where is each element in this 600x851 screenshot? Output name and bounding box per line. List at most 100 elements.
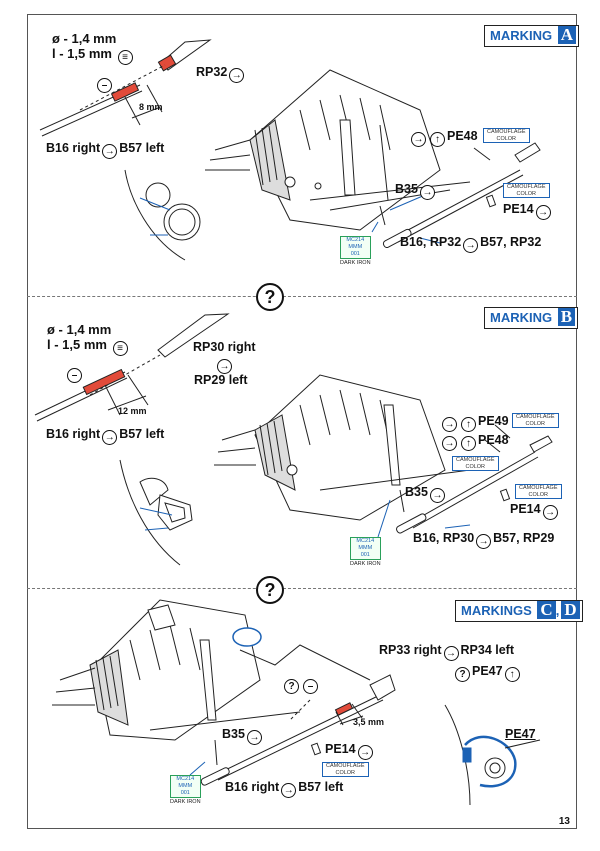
arrow-right-icon: → xyxy=(102,144,118,159)
camo-color: COLOR xyxy=(516,190,537,197)
arrow-right-icon: → xyxy=(463,238,479,253)
b57-text-b: B57 left xyxy=(119,427,165,441)
paint-number: 001 xyxy=(360,552,370,558)
rp33-rp34-label: RP33 right→RP34 left xyxy=(379,643,514,661)
remove-icon-a: – xyxy=(95,75,114,93)
camo-color: COLOR xyxy=(496,135,517,142)
camo-color: COLOR xyxy=(465,463,486,470)
minus-icon: – xyxy=(67,368,82,383)
diameter-spec-a: ø - 1,4 mm xyxy=(52,31,117,46)
arrow-right-icon: → xyxy=(442,417,457,432)
paint-code: MC214 xyxy=(346,237,365,243)
camo-color: COLOR xyxy=(525,420,546,427)
section-divider-1 xyxy=(27,296,577,297)
pe47-inset-label: PE47 xyxy=(505,727,536,741)
b16-text-a: B16 right xyxy=(46,141,101,155)
arrow-up-icon: ↑ xyxy=(461,417,476,432)
inset-drawing-a xyxy=(124,169,201,261)
rp34-text: RP34 left xyxy=(460,643,515,657)
marking-c-letter: C xyxy=(537,601,556,619)
assembly-text-a: B16, RP32 xyxy=(400,235,462,249)
strut-b xyxy=(396,424,553,534)
b35-text-cd: B35 xyxy=(222,727,245,741)
help-icon: ? xyxy=(256,283,284,311)
measure-cd: 3,5 mm xyxy=(353,717,385,727)
arrow-right-icon: → xyxy=(246,730,262,745)
pe14-text-cd: PE14 xyxy=(325,742,356,756)
paint-brand: MMM xyxy=(358,545,373,551)
inset-drawing-cd xyxy=(444,704,541,806)
help-remove-icons-cd: ?– xyxy=(282,676,320,694)
arrow-right-icon: → xyxy=(535,205,551,220)
rp32-text: RP32 xyxy=(196,65,228,79)
remove-icon-b: – xyxy=(65,365,84,383)
length-spec-a: l - 1,5 mm ≡ xyxy=(52,47,135,65)
rp29-label: RP29 left xyxy=(194,373,248,387)
b16-b57-label-a: B16 right→B57 left xyxy=(46,141,164,159)
pe48-label-b: →↑PE48 xyxy=(440,433,509,451)
marking-a-label: MARKING xyxy=(490,28,553,43)
minus-icon: – xyxy=(303,679,318,694)
strut-cd xyxy=(200,627,396,786)
diameter-spec-b: ø - 1,4 mm xyxy=(47,322,112,337)
b35-text-b: B35 xyxy=(405,485,428,499)
b16-b57-label-cd: B16 right→B57 left xyxy=(225,780,343,798)
pe47-label: ?PE47↑ xyxy=(453,664,522,682)
marking-d-letter: D xyxy=(561,601,580,619)
section-divider-2 xyxy=(27,588,577,589)
measure-a: 8 mm xyxy=(139,102,163,112)
paint-code: MC214 xyxy=(176,776,195,782)
inset-drawing-b xyxy=(119,459,193,566)
help-icon: ? xyxy=(284,679,299,694)
strut-a xyxy=(379,142,541,249)
marking-a-badge: MARKING A xyxy=(484,25,580,47)
drill-icon: ≡ xyxy=(117,50,133,65)
page-number: 13 xyxy=(558,816,570,827)
camo-word: CAMOUFLAGE xyxy=(487,129,526,135)
fuselage-a xyxy=(205,69,471,231)
arrow-right-icon: → xyxy=(476,534,492,549)
length-spec-b-text: l - 1,5 mm xyxy=(47,337,107,352)
camo-word: CAMOUFLAGE xyxy=(519,485,558,491)
assembly-label-b: B16, RP30→B57, RP29 xyxy=(413,531,554,549)
arrow-right-icon: → xyxy=(442,436,457,451)
pe48-label-a: →↑PE48 xyxy=(409,129,478,147)
b16-text-b: B16 right xyxy=(46,427,101,441)
b35-label-a: B35→ xyxy=(395,182,437,200)
arrow-up-icon: ↑ xyxy=(430,132,445,147)
paint-name: DARK IRON xyxy=(340,260,371,266)
measure-b: 12 mm xyxy=(118,406,147,416)
arrow-right-icon: → xyxy=(429,488,445,503)
paint-number: 001 xyxy=(180,790,190,796)
b35-label-b: B35→ xyxy=(405,485,447,503)
strut-detail-b xyxy=(34,313,230,422)
b35-text-a: B35 xyxy=(395,182,418,196)
pe14-text-b: PE14 xyxy=(510,502,541,516)
arrow-right-icon: → xyxy=(102,430,118,445)
camo-color: COLOR xyxy=(528,491,549,498)
b16-b57-label-b: B16 right→B57 left xyxy=(46,427,164,445)
pe47-text: PE47 xyxy=(472,664,503,678)
arrow-right-icon: → xyxy=(357,745,373,760)
rp32-label: RP32→ xyxy=(196,65,246,83)
instruction-page xyxy=(27,14,577,829)
pe14-text-a: PE14 xyxy=(503,202,534,216)
fuselage-cd xyxy=(52,599,301,741)
marking-a-letter: A xyxy=(557,26,577,44)
arrow-right-icon: → xyxy=(217,359,232,374)
marking-b-label: MARKING xyxy=(490,310,553,325)
strut-detail-a xyxy=(39,39,212,137)
length-spec-a-text: l - 1,5 mm xyxy=(52,46,112,61)
rp30-label: RP30 right xyxy=(193,340,256,354)
b16-text-cd: B16 right xyxy=(225,780,280,794)
arrow-right-icon: → xyxy=(411,132,426,147)
paint-name: DARK IRON xyxy=(170,799,201,805)
